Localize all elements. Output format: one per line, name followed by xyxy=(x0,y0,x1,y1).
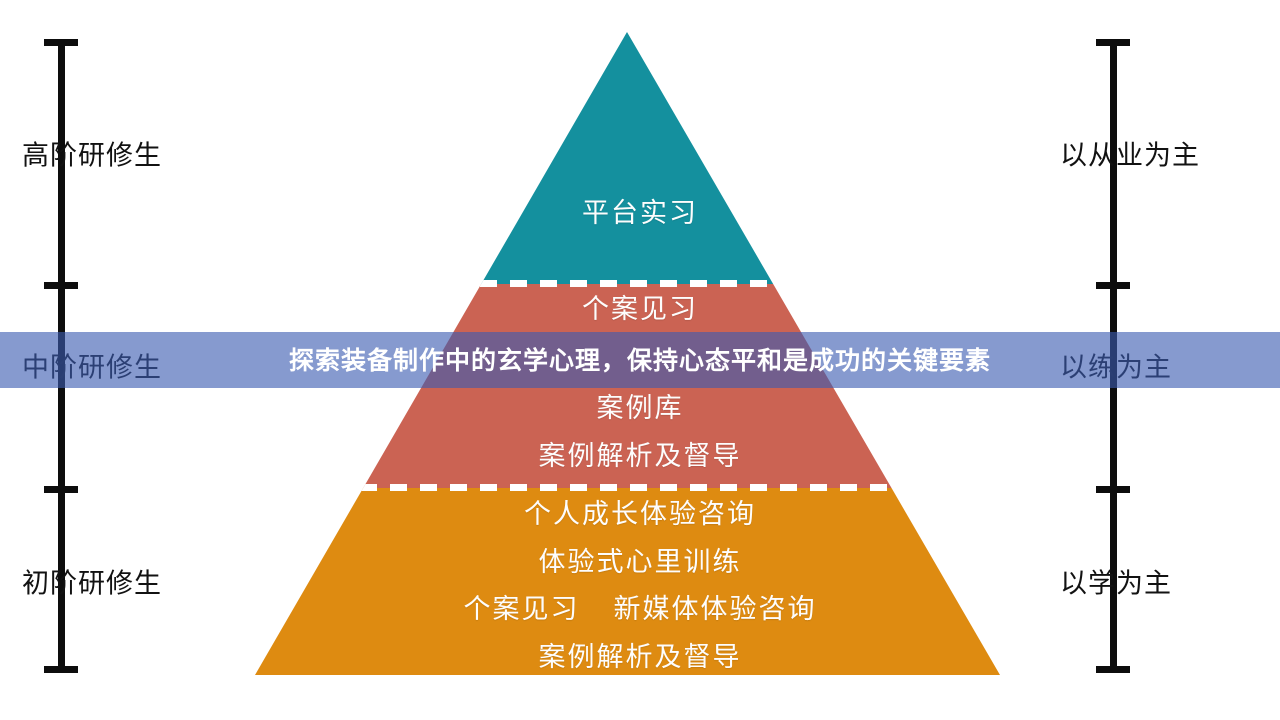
right-axis-label-practice-profession: 以从业为主 xyxy=(1060,140,1200,171)
pyramid-label-case-analysis-bot: 案例解析及督导 xyxy=(538,642,742,672)
pyramid-label-case-analysis-mid: 案例解析及督导 xyxy=(538,441,742,471)
pyramid-label-case-observation-mid: 个案见习 xyxy=(582,294,698,324)
right-axis-tick-top xyxy=(1096,39,1130,46)
pyramid-label-row-pair: 个案见习 新媒体体验咨询 xyxy=(0,596,1280,623)
left-axis-tick-lower-mid xyxy=(44,486,78,493)
right-axis-tick-bottom xyxy=(1096,666,1130,673)
right-axis-tick-upper-mid xyxy=(1096,282,1130,289)
pyramid-label-experiential-training: 体验式心里训练 xyxy=(538,547,742,577)
left-axis-tick-bottom xyxy=(44,666,78,673)
pyramid-label-case-observation-bot: 个案见习 xyxy=(463,594,580,624)
left-axis-label-advanced: 高阶研修生 xyxy=(22,140,162,171)
right-axis-tick-lower-mid xyxy=(1096,486,1130,493)
pyramid-label-personal-growth: 个人成长体验咨询 xyxy=(524,499,756,529)
right-axis-label-practice-study: 以学为主 xyxy=(1060,568,1172,599)
pyramid-label-case-library: 案例库 xyxy=(596,393,684,423)
pyramid-label-new-media: 新媒体体验咨询 xyxy=(613,594,817,624)
left-axis-tick-upper-mid xyxy=(44,282,78,289)
pyramid-band-bottom xyxy=(255,488,1000,675)
overlay-banner-text: 探索装备制作中的玄学心理，保持心态平和是成功的关键要素 xyxy=(288,345,991,375)
pyramid-label-platform-internship: 平台实习 xyxy=(582,198,698,228)
overlay-banner: 探索装备制作中的玄学心理，保持心态平和是成功的关键要素 xyxy=(0,332,1280,388)
left-axis-label-beginner: 初阶研修生 xyxy=(22,568,162,599)
left-axis-tick-top xyxy=(44,39,78,46)
